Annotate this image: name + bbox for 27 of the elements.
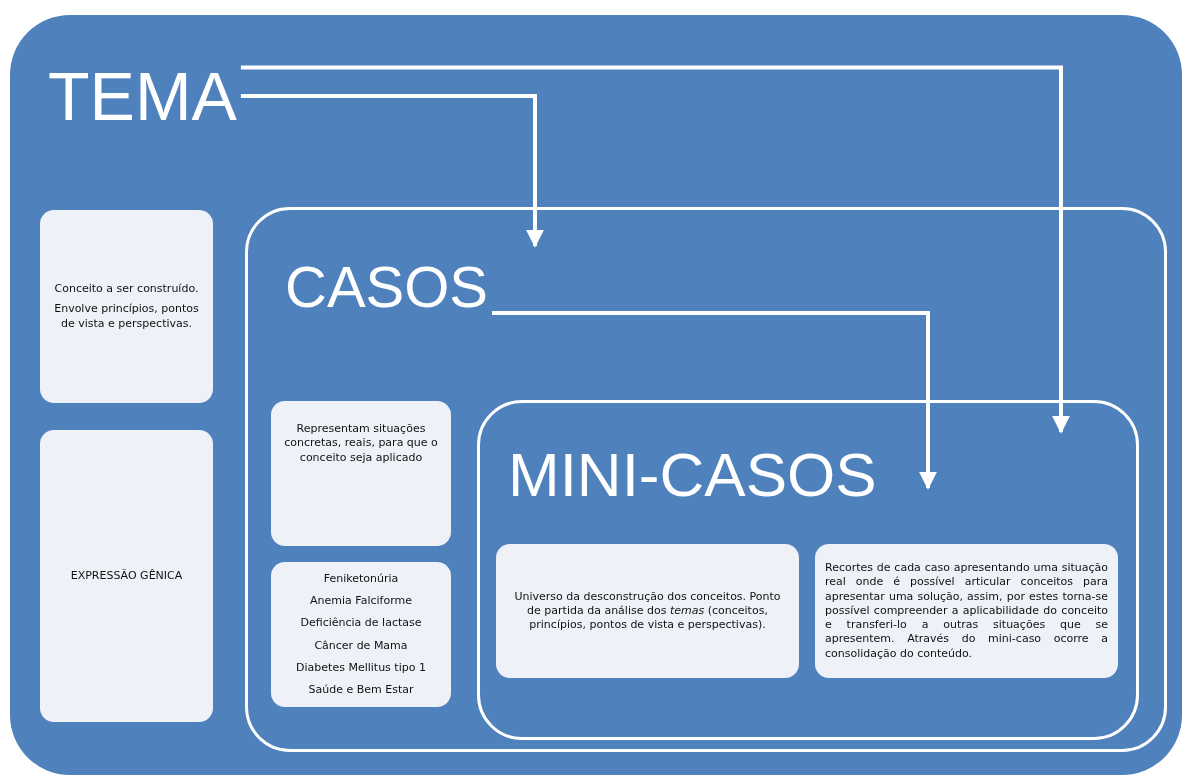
card-text: Deficiência de lactase [300,616,422,631]
card-text: Feniketonúria [323,571,399,586]
arrow [240,65,1070,434]
heading: TEMA [48,62,237,130]
card-text: EXPRESSÃO GÊNICA [70,568,183,584]
card-text: Envolve princípios, pontos de vista e perspectivas. [53,302,200,331]
card-text: Representam situações concretas, reais, para que o conceito seja aplicado [283,422,439,465]
card-text: Diabetes Mellitus tipo 1 [296,660,426,676]
card-text: Saúde e Bem Estar [308,683,414,698]
card-text: Recortes de cada caso apresentando uma situação real onde é possível articular conceitos para apresentar uma solução, assim, por estes torna-se possível compreender a aplicabilidade do conceito e transferi-lo a outras situações que se apresentem. Através do mini-caso ocorre a consolidação do conteúdo. [825,560,1108,662]
text-card [40,210,213,403]
card-text: Anemia Falciforme [310,593,412,609]
text-card [496,544,799,678]
group-frame [245,207,1167,752]
card-text: Conceito a ser construído. [54,282,199,297]
text-card [271,401,451,546]
diagram-background [10,15,1182,775]
heading: CASOS [285,258,489,316]
text-card [815,544,1118,678]
card-text: Universo da desconstrução dos conceitos. Ponto de partida da análise dos temas (conceitos, princípios, pontos de vista e perspectivas). [513,589,782,633]
arrow [240,94,544,248]
card-text: Câncer de Mama [314,638,408,653]
group-frame [477,400,1139,740]
list-card [271,562,451,707]
arrow [492,311,937,490]
heading: MINI-CASOS [508,444,897,506]
text-card [40,430,213,722]
